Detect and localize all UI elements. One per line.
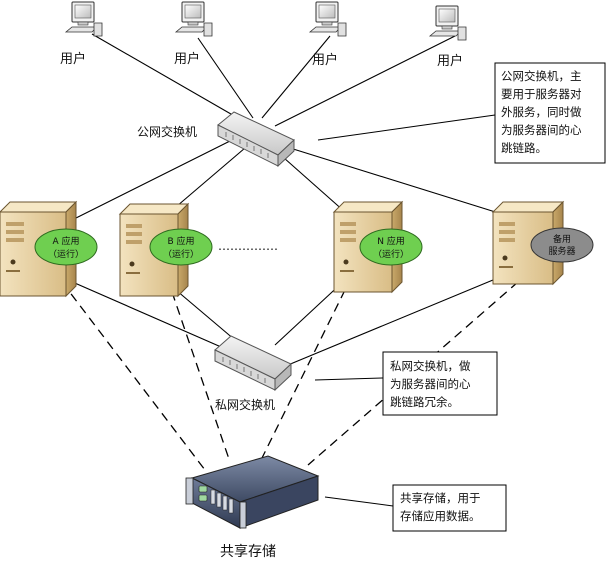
user-label: 用户 xyxy=(174,51,200,67)
link-serverA-storage xyxy=(61,281,206,471)
note-line: 为服务器间的心 xyxy=(390,377,471,391)
note-line: 私网交换机，做 xyxy=(390,359,471,373)
link-serverN-private xyxy=(274,279,346,346)
user-pc: 用户 xyxy=(428,5,467,69)
private-switch-note: 私网交换机，做 为服务器间的心 跳链路冗余。 xyxy=(382,351,498,416)
link-user2-public xyxy=(197,37,254,119)
switch-icon xyxy=(214,335,292,392)
private-switch: 私网交换机 xyxy=(214,335,292,412)
standby-status-ellipse: 备用 服务器 xyxy=(530,227,594,263)
server-b: B 应用 （运行） xyxy=(118,202,213,298)
link-serverN-storage xyxy=(261,289,346,459)
computer-icon xyxy=(174,1,213,37)
app-name: A 应用 xyxy=(52,235,79,247)
note-box xyxy=(382,351,498,416)
link-serverB-storage xyxy=(171,291,231,463)
user-pc: 用户 xyxy=(60,1,103,67)
computer-icon xyxy=(308,1,347,37)
callout-pointer-storage xyxy=(324,496,394,507)
user-pc: 用户 xyxy=(308,1,347,68)
standby-server: 备用 服务器 xyxy=(491,200,594,286)
note-line: 跳链路。 xyxy=(501,141,547,155)
app-status: （运行） xyxy=(373,248,409,260)
link-user3-public xyxy=(261,35,331,119)
computer-icon xyxy=(64,1,103,37)
callout-pointer-public xyxy=(317,114,496,141)
private-switch-label: 私网交换机 xyxy=(215,397,275,412)
shared-storage-label: 共享存储 xyxy=(220,543,276,560)
standby-line2: 服务器 xyxy=(548,245,575,257)
user-label: 用户 xyxy=(60,51,86,67)
standby-line1: 备用 xyxy=(553,233,571,245)
note-box xyxy=(392,484,507,532)
more-servers-ellipsis: …………… xyxy=(218,239,278,253)
storage-note: 共享存储，用于 存储应用数据。 xyxy=(392,484,507,532)
note-line: 跳链路冗余。 xyxy=(390,395,459,409)
note-line: 共享存储，用于 xyxy=(400,491,481,505)
public-switch-label: 公网交换机 xyxy=(137,124,197,139)
app-status: （运行） xyxy=(48,248,84,260)
public-switch-note: 公网交换机，主 要用于服务器对 外服务，同时做 为服务器间的心 跳链路。 xyxy=(494,62,606,164)
note-line: 存储应用数据。 xyxy=(400,509,481,523)
public-switch: 公网交换机 xyxy=(137,111,295,168)
app-status-ellipse: B 应用 （运行） xyxy=(149,228,213,266)
note-line: 外服务，同时做 xyxy=(501,105,582,119)
link-public-serverB xyxy=(169,147,246,213)
link-serverB-private xyxy=(169,284,236,341)
storage-array-icon xyxy=(185,455,320,529)
computer-icon xyxy=(428,5,467,41)
server-a: A 应用 （运行） xyxy=(0,200,98,298)
callout-pointer-private xyxy=(314,377,384,381)
link-public-serverN xyxy=(274,149,346,213)
app-name: B 应用 xyxy=(167,235,194,247)
user-label: 用户 xyxy=(312,52,338,68)
connection-lines xyxy=(44,33,506,366)
link-standby-private xyxy=(287,274,506,366)
app-status: （运行） xyxy=(163,248,199,260)
link-public-standby xyxy=(289,147,506,216)
link-public-serverA xyxy=(47,139,233,233)
app-status-ellipse: A 应用 （运行） xyxy=(34,228,98,266)
app-name: N 应用 xyxy=(377,235,405,247)
switch-icon xyxy=(217,111,295,168)
user-label: 用户 xyxy=(437,53,463,69)
callout-pointers xyxy=(314,114,496,507)
note-line: 公网交换机，主 xyxy=(501,69,582,83)
shared-storage: 共享存储 xyxy=(185,455,320,560)
note-line: 为服务器间的心 xyxy=(501,123,582,137)
link-user4-public xyxy=(274,35,456,127)
note-line: 要用于服务器对 xyxy=(501,87,582,101)
note-box xyxy=(494,62,606,164)
user-pc: 用户 xyxy=(174,1,213,67)
app-status-ellipse: N 应用 （运行） xyxy=(359,228,423,266)
link-user1-public xyxy=(91,33,251,126)
server-n: N 应用 （运行） xyxy=(332,200,423,294)
